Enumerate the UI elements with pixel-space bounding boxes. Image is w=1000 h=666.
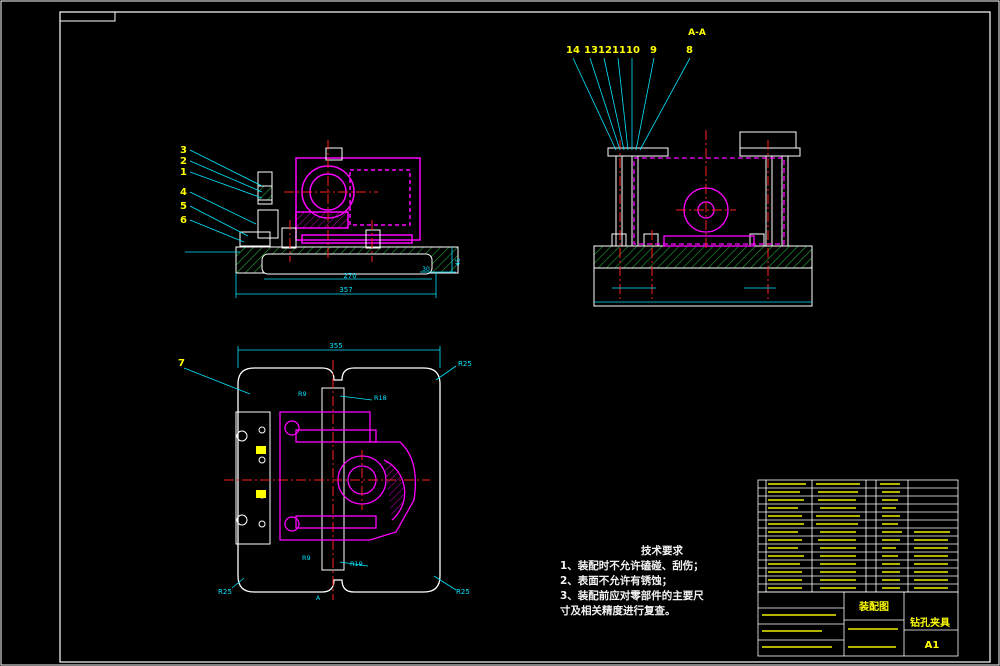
- balloon-7: 7: [178, 358, 185, 369]
- dim-r-top-right: R25: [458, 360, 472, 368]
- section-view: A-A: [566, 28, 813, 307]
- dim-front-overall: 357: [339, 286, 352, 294]
- dim-r-slot-top: R9: [298, 390, 307, 398]
- tech-req-heading: 技术要求: [641, 545, 683, 557]
- balloon-9: 9: [650, 45, 657, 56]
- front-workpiece: [295, 157, 421, 244]
- view-label: A-A: [688, 28, 706, 38]
- dim-r-bottom-left: R25: [218, 588, 232, 596]
- tech-req-item: 1、装配时不允许磕碰、刮伤；: [560, 560, 704, 572]
- dim-front-side: 30: [422, 266, 430, 273]
- balloon-13: 13: [584, 45, 598, 56]
- balloon-11: 11: [612, 45, 626, 56]
- plan-base-outline: [237, 367, 441, 593]
- balloon-14: 14: [566, 45, 580, 56]
- balloon-1: 1: [180, 167, 187, 178]
- balloon-10: 10: [626, 45, 640, 56]
- tech-req-item: 3、装配前应对零部件的主要尺: [560, 590, 704, 602]
- balloon-3: 3: [180, 145, 187, 156]
- plan-view: 7 355 R25 R25 R25 R18 R9 R9 R19 A: [178, 342, 472, 602]
- dim-front-inner: 270: [343, 272, 356, 280]
- tech-req-item: 2、表面不允许有锈蚀；: [560, 575, 673, 587]
- dim-plan-width: 355: [329, 342, 342, 350]
- dim-r-bottom-right: R25: [456, 588, 470, 596]
- tech-req-item: 寸及相关精度进行复查。: [560, 605, 676, 617]
- balloon-12: 12: [598, 45, 612, 56]
- title-drawing-name: 装配图: [858, 600, 889, 613]
- dim-front-height: 45: [455, 258, 462, 266]
- parts-list-fill: [762, 483, 950, 648]
- section-mark: A: [316, 595, 321, 602]
- parts-list: [757, 479, 959, 657]
- title-part-name: 钻孔夹具: [910, 616, 950, 629]
- title-sheet-size: A1: [925, 640, 940, 651]
- technical-requirements: 技术要求 1、装配时不允许磕碰、刮伤； 2、表面不允许有锈蚀； 3、装配前应对零…: [560, 544, 760, 619]
- balloon-5: 5: [180, 201, 187, 212]
- balloon-8: 8: [686, 45, 693, 56]
- balloon-4: 4: [180, 187, 187, 198]
- dim-r-slot-bottom: R9: [302, 554, 311, 562]
- front-view: 270 357 30 45 3 2 1 4 5 6: [180, 140, 462, 298]
- section-base: [593, 245, 813, 269]
- balloon-2: 2: [180, 156, 187, 167]
- balloon-6: 6: [180, 215, 187, 226]
- dim-r-bottom: R19: [350, 560, 363, 568]
- dim-r-top: R18: [374, 394, 387, 402]
